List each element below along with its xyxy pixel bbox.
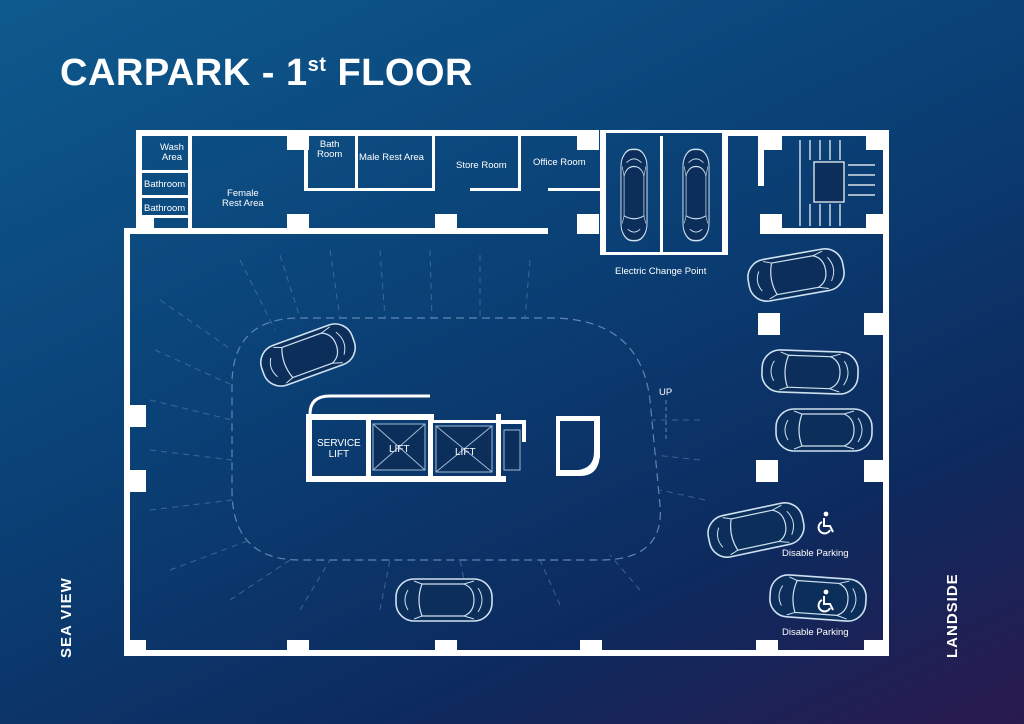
room-female-rest-area: Female Rest Area xyxy=(222,188,264,209)
car-icon xyxy=(775,408,873,452)
car-icon xyxy=(744,245,848,305)
room-office-room: Office Room xyxy=(533,157,586,168)
car-icon xyxy=(620,148,648,242)
car-icon xyxy=(760,348,860,396)
car-icon xyxy=(767,572,869,624)
room-store-room: Store Room xyxy=(456,160,507,171)
lift-canopy xyxy=(308,394,430,415)
room-bathroom-2: Bathroom xyxy=(144,203,186,214)
room-bathroom-1: Bathroom xyxy=(144,179,186,190)
sea-view-label: SEA VIEW xyxy=(58,577,75,658)
lift-2-label: LIFT xyxy=(455,447,476,458)
electric-change-point-label: Electric Change Point xyxy=(615,266,707,277)
room-male-rest-area: Male Rest Area xyxy=(359,152,424,163)
ramp-up-label: UP xyxy=(659,387,673,398)
car-icon xyxy=(395,578,493,622)
landside-label: LANDSIDE xyxy=(944,573,961,658)
lift-shafts xyxy=(372,423,521,473)
car-icon xyxy=(682,148,710,242)
disable-parking-label-1: Disable Parking xyxy=(782,548,849,559)
ramp-lines xyxy=(149,249,706,611)
disable-parking-label-2: Disable Parking xyxy=(782,627,849,638)
page-title: CARPARK - 1st FLOOR xyxy=(60,52,473,94)
room-wash-area: Wash Area xyxy=(160,142,184,163)
room-bath-room: Bath Room xyxy=(317,139,343,160)
lift-1-label: LIFT xyxy=(389,444,410,455)
walls xyxy=(124,130,889,656)
wheelchair-icon xyxy=(817,510,834,535)
stair xyxy=(799,140,875,226)
service-lift-label: SERVICE LIFT xyxy=(317,438,361,460)
ramp-outline xyxy=(231,317,661,561)
car-icon xyxy=(254,318,362,392)
